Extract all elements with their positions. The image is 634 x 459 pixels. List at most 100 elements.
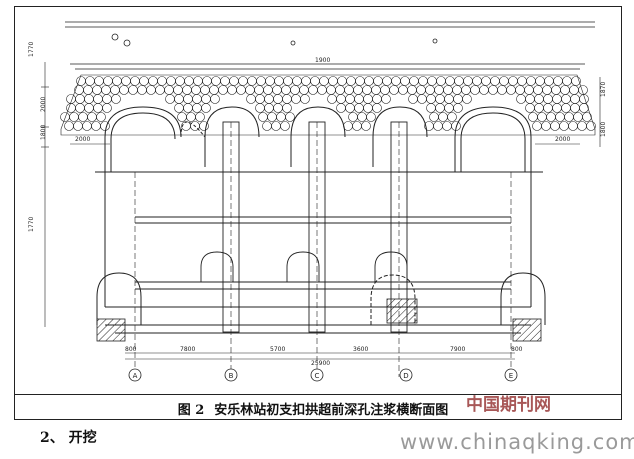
grout-bulb <box>210 94 220 104</box>
grout-bulb <box>535 76 545 86</box>
grout-bulb <box>146 85 156 95</box>
grout-bulb <box>426 94 436 104</box>
grout-bulb <box>570 94 580 104</box>
grout-bulb <box>82 121 92 131</box>
grout-bulb <box>371 85 381 95</box>
grout-bulb <box>283 76 293 86</box>
grout-bulb <box>93 94 103 104</box>
grout-bulb <box>326 85 336 95</box>
grout-bulb <box>282 103 292 113</box>
grout-bulb <box>201 94 211 104</box>
grout-bulb <box>335 85 345 95</box>
grout-bulb <box>238 76 248 86</box>
grout-bulb <box>409 76 419 86</box>
grout-bulb <box>177 112 187 122</box>
grout-bulb <box>355 76 365 86</box>
grout-bulb <box>444 103 454 113</box>
grout-bulb <box>551 85 561 95</box>
grout-bulb <box>569 85 579 95</box>
grout-bulb <box>479 85 489 95</box>
grout-bulb <box>436 76 446 86</box>
grout-bulb <box>517 76 527 86</box>
grout-bulb <box>92 85 102 95</box>
grout-bulb <box>560 85 570 95</box>
dim-bottom-4: 7900 <box>450 346 465 353</box>
grout-bulb <box>200 85 210 95</box>
grout-bulb <box>291 94 301 104</box>
grout-bulb <box>552 94 562 104</box>
grout-bulb <box>245 85 255 95</box>
axis-label-b: B <box>229 372 234 380</box>
grout-bulb <box>101 85 111 95</box>
grout-bulb <box>438 112 448 122</box>
grout-bulb <box>354 103 364 113</box>
grout-bulb <box>515 85 525 95</box>
grout-bulb <box>363 103 373 113</box>
grout-bulb <box>102 94 112 104</box>
grout-bulb <box>274 76 284 86</box>
grout-bulb <box>357 112 367 122</box>
grout-bulb <box>372 94 382 104</box>
grout-bulb <box>345 94 355 104</box>
grout-bulb <box>425 85 435 95</box>
grout-bulb <box>454 76 464 86</box>
grout-bulb <box>526 76 536 86</box>
grout-bulb <box>264 94 274 104</box>
grout-bulb <box>103 76 113 86</box>
grout-bulb <box>442 121 452 131</box>
grout-bulb <box>426 103 436 113</box>
grout-bulb <box>582 112 592 122</box>
grout-bulb <box>91 121 101 131</box>
grout-bulb <box>550 121 560 131</box>
grout-bulb <box>220 76 230 86</box>
grout-bulb <box>262 121 272 131</box>
grout-bulb <box>246 94 256 104</box>
grout-bulb <box>310 76 320 86</box>
grout-bulb <box>497 85 507 95</box>
grout-bulb <box>155 85 165 95</box>
grout-bulb <box>552 103 562 113</box>
grout-bulb <box>255 94 265 104</box>
hatched-footings <box>96 298 542 342</box>
grout-bulb <box>60 112 70 122</box>
grout-bulb <box>327 94 337 104</box>
grout-bulb <box>272 85 282 95</box>
grout-bulb <box>192 94 202 104</box>
dim-bottom-2: 5700 <box>270 346 285 353</box>
grout-bulb <box>130 76 140 86</box>
grout-bulb <box>533 85 543 95</box>
grout-bulb <box>508 76 518 86</box>
grout-bulb <box>553 76 563 86</box>
axis-label-d: D <box>403 372 408 380</box>
grout-bulb <box>525 94 535 104</box>
grout-bulb <box>372 103 382 113</box>
grout-bulb <box>78 112 88 122</box>
dim-bottom-3: 3600 <box>353 346 368 353</box>
grout-bulb <box>69 112 79 122</box>
grout-bulb <box>564 112 574 122</box>
grout-bulb <box>265 76 275 86</box>
grout-bulb <box>433 121 443 131</box>
grout-bulb <box>354 94 364 104</box>
grout-bulb <box>586 121 596 131</box>
grout-bulb <box>561 103 571 113</box>
grout-bulb <box>184 76 194 86</box>
dimension-lines <box>41 62 601 360</box>
grout-bulb <box>308 85 318 95</box>
grout-bulb <box>73 121 83 131</box>
grout-bulb <box>282 94 292 104</box>
grout-bulb <box>75 94 85 104</box>
grout-bulb <box>417 94 427 104</box>
grout-bulb <box>94 76 104 86</box>
grout-bulb <box>258 112 268 122</box>
middle-slab <box>105 216 531 334</box>
dim-bottom-1: 7800 <box>180 346 195 353</box>
grout-bulb <box>346 76 356 86</box>
grout-bulb <box>416 85 426 95</box>
grout-bulb <box>264 103 274 113</box>
grout-bulb <box>461 85 471 95</box>
grout-bulb <box>525 103 535 113</box>
grout-bulb <box>463 76 473 86</box>
